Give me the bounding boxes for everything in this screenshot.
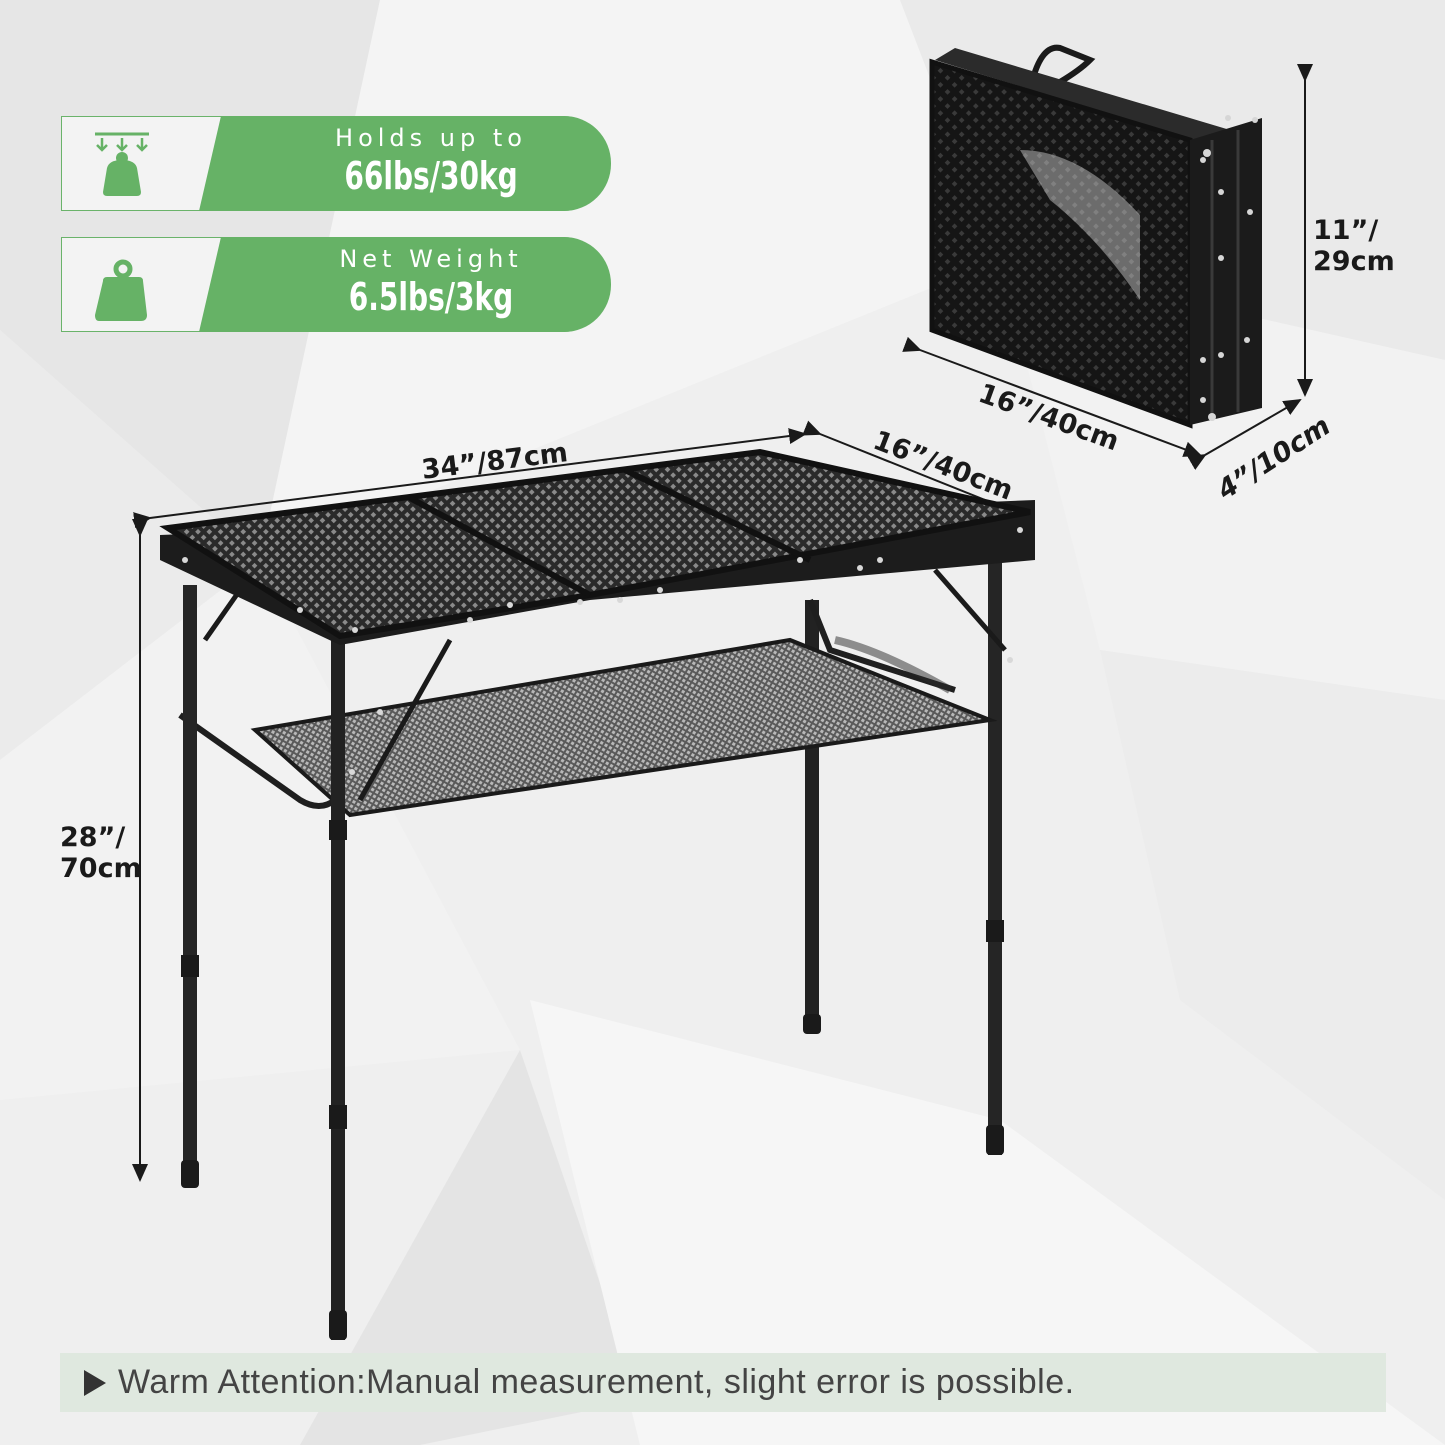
folded-table-illustration [929, 44, 1262, 429]
measurement-note: Warm Attention:Manual measurement, sligh… [60, 1353, 1386, 1412]
folded-height-line2: 29cm [1313, 246, 1395, 278]
spec-label: Net Weight [339, 245, 523, 273]
badge-green-panel [199, 237, 611, 332]
weight-load-icon [95, 132, 149, 196]
spec-value: 66lbs/30kg [344, 154, 518, 198]
table-height-label: 28”/ 70cm [60, 822, 142, 884]
spec-badge-load-capacity: Holds up to 66lbs/30kg [61, 116, 611, 211]
arrow-right-icon [84, 1369, 106, 1396]
spec-label: Holds up to [335, 124, 527, 152]
note-text: Warm Attention:Manual measurement, sligh… [118, 1363, 1075, 1401]
table-height-line1: 28”/ [60, 822, 126, 853]
table-height-line2: 70cm [60, 853, 142, 885]
folded-height-line1: 11”/ [1313, 215, 1379, 246]
badge-green-panel [199, 116, 611, 211]
folded-height-label: 11”/ 29cm [1313, 215, 1395, 277]
spec-value: 6.5lbs/3kg [348, 275, 514, 319]
spec-badge-net-weight: Net Weight 6.5lbs/3kg [61, 237, 611, 332]
unfolded-table-illustration [132, 420, 1035, 1340]
weight-icon [95, 259, 147, 321]
